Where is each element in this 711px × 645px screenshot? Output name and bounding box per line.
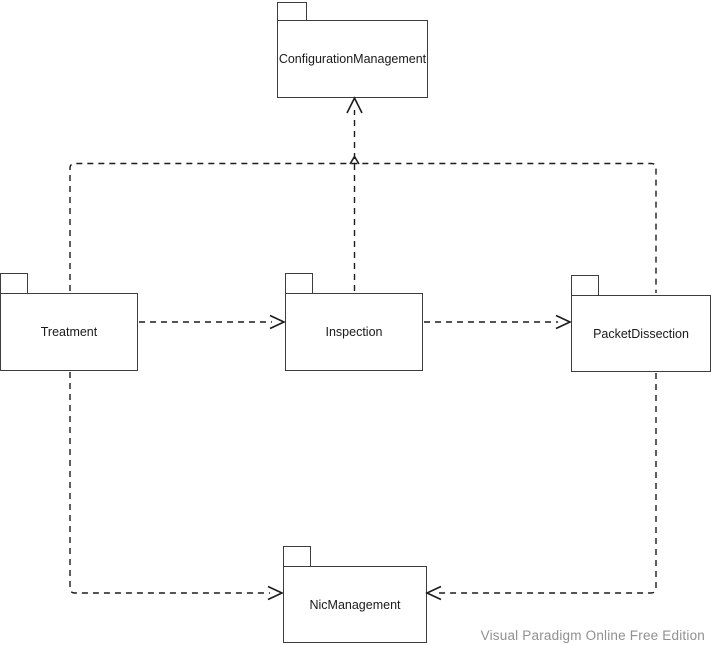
connector-packet-dissection-to-nic-management[interactable] bbox=[439, 373, 657, 594]
arrowhead-into-inspection bbox=[269, 314, 286, 330]
package-label: ConfigurationManagement bbox=[278, 52, 427, 66]
package-tab bbox=[0, 273, 28, 293]
package-tab bbox=[283, 546, 311, 566]
package-tab bbox=[285, 273, 313, 293]
package-body[interactable]: ConfigurationManagement bbox=[277, 20, 428, 98]
arrowhead-into-packet-dissection bbox=[555, 314, 572, 330]
package-body[interactable]: Treatment bbox=[0, 293, 138, 371]
arrowhead-into-nic-management-left bbox=[267, 585, 284, 601]
package-tab bbox=[571, 275, 599, 295]
package-body[interactable]: NicManagement bbox=[283, 566, 427, 643]
package-label: Treatment bbox=[40, 325, 98, 339]
connector-treatment-to-nic-management[interactable] bbox=[69, 372, 270, 594]
arrowhead-junction-up bbox=[349, 154, 360, 165]
connector-treatment-and-packet-dissection-to-configuration-management[interactable] bbox=[69, 162, 657, 294]
watermark-text: Visual Paradigm Online Free Edition bbox=[480, 628, 705, 643]
package-label: NicManagement bbox=[309, 597, 401, 612]
package-body[interactable]: Inspection bbox=[285, 293, 423, 371]
package-label: Inspection bbox=[325, 325, 383, 339]
package-tab bbox=[277, 2, 307, 21]
arrowhead-into-nic-management-right bbox=[425, 585, 442, 601]
arrowhead-into-configuration-management bbox=[346, 96, 363, 114]
package-label: PacketDissection bbox=[593, 326, 689, 341]
package-body[interactable]: PacketDissection bbox=[571, 295, 711, 372]
